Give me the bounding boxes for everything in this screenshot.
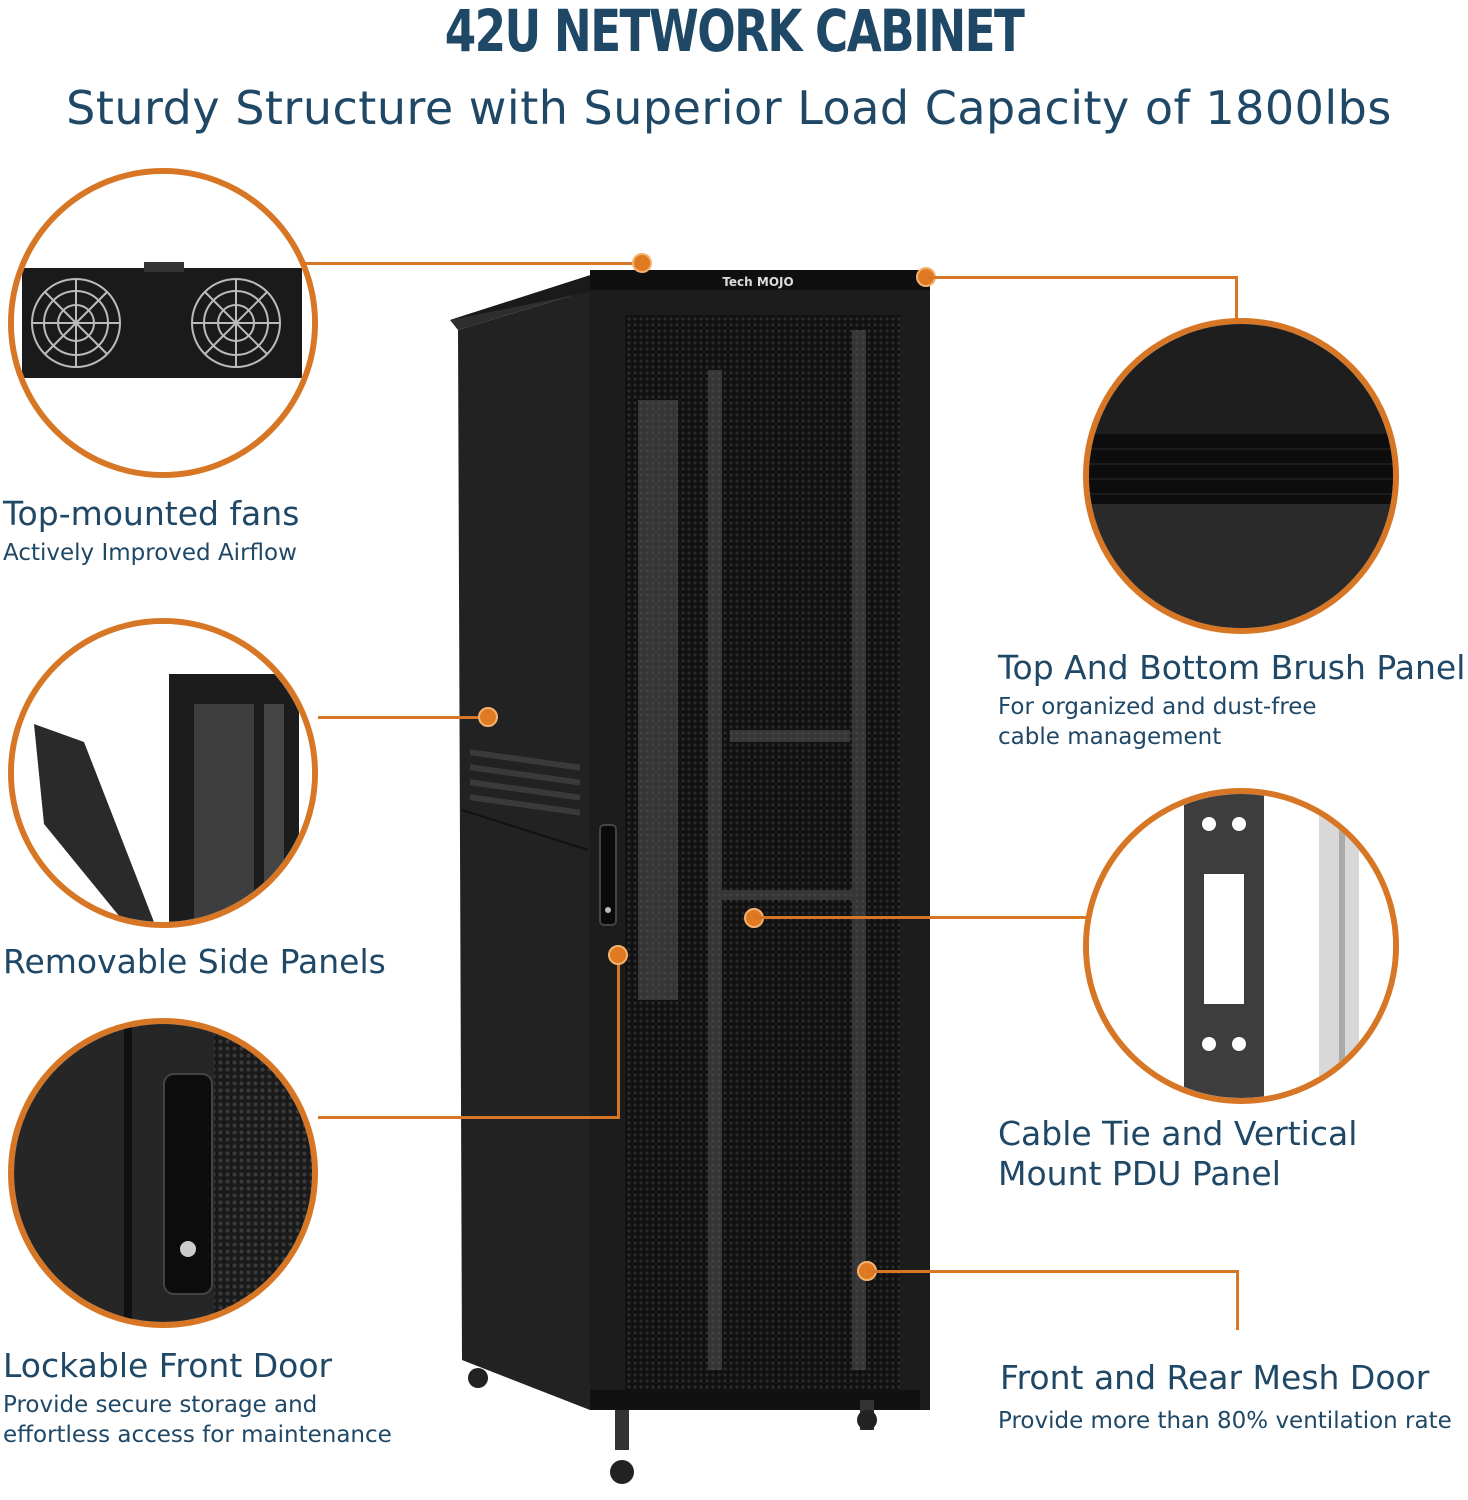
feature-title-brush-panel: Top And Bottom Brush Panel — [998, 648, 1466, 687]
feature-subtitle-brush-panel: For organized and dust-free cable manage… — [998, 694, 1317, 750]
connector-vline-front-door — [617, 955, 620, 1118]
connector-line-side-panels — [318, 716, 488, 719]
feature-title-front-door: Lockable Front Door — [3, 1346, 333, 1385]
hotspot-side-panels[interactable] — [478, 707, 498, 727]
fan-icon — [31, 278, 281, 368]
connector-line-front-door — [318, 1116, 620, 1119]
lock-icon — [180, 1241, 196, 1257]
feature-subtitle-front-door: Provide secure storage and effortless ac… — [3, 1392, 392, 1448]
connector-line-pdu-panel — [754, 916, 1088, 919]
front-door-detail-image — [8, 1018, 318, 1328]
cabinet-logo: Tech MOJO — [722, 275, 793, 289]
cabinet-image: Tech MOJO — [440, 250, 940, 1490]
connector-vline-brush-panel — [1235, 276, 1238, 322]
side-panels-detail-image — [8, 618, 318, 928]
hotspot-fans[interactable] — [632, 253, 652, 273]
pdu-panel-detail-image — [1083, 788, 1399, 1104]
page-title: 42U NETWORK CABINET — [444, 0, 1025, 65]
feature-title-side-panels: Removable Side Panels — [3, 942, 386, 981]
brush-panel-detail-image — [1083, 318, 1399, 634]
feature-title-pdu-panel: Cable Tie and Vertical Mount PDU Panel — [998, 1114, 1358, 1193]
feature-title-mesh-door: Front and Rear Mesh Door — [1000, 1358, 1430, 1397]
feature-subtitle-mesh-door: Provide more than 80% ventilation rate — [998, 1408, 1452, 1434]
fans-detail-image — [8, 168, 318, 478]
page-subtitle: Sturdy Structure with Superior Load Capa… — [66, 81, 1392, 135]
feature-subtitle-fans: Actively Improved Airflow — [3, 540, 297, 566]
connector-line-mesh-door — [867, 1270, 1239, 1273]
feature-title-fans: Top-mounted fans — [3, 494, 300, 533]
connector-line-brush-panel — [926, 276, 1238, 279]
hotspot-front-door[interactable] — [608, 945, 628, 965]
connector-line-fans — [300, 262, 640, 265]
connector-vline-mesh-door — [1236, 1270, 1239, 1330]
